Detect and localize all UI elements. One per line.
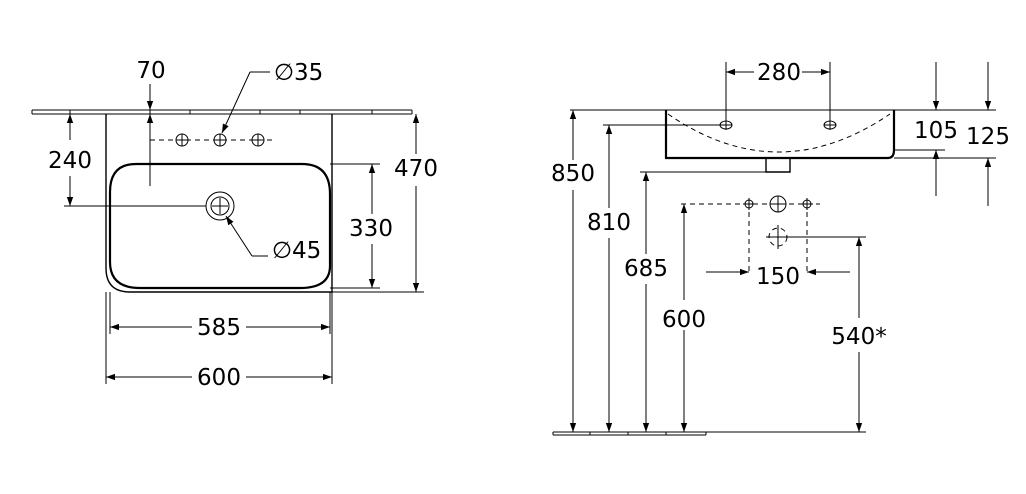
dim-total-height: 850 <box>551 161 595 187</box>
dim-overall-width: 600 <box>197 365 241 391</box>
basin-side-outline <box>664 110 896 160</box>
dim-supply-height: 600 <box>662 307 706 333</box>
bowl-outline <box>108 162 332 290</box>
basin-outline <box>105 114 333 293</box>
floor-line <box>552 431 866 436</box>
dim-waste-height: 540* <box>831 324 886 350</box>
dim-tap-offset: 70 <box>136 58 165 84</box>
dim-bracket-height: 810 <box>587 210 631 236</box>
drain-hole <box>205 191 235 221</box>
wall-line <box>31 109 413 115</box>
side-view: 280 105 125 850 810 <box>551 60 1010 436</box>
dim-drain-height: 240 <box>48 148 92 174</box>
dim-bowl-width: 585 <box>197 315 241 341</box>
dim-bowl-depth: 330 <box>349 216 393 242</box>
dim-drain: ∅45 <box>272 238 321 264</box>
dim-overall-depth: 470 <box>394 156 438 182</box>
dim-rim-height: 125 <box>966 124 1010 150</box>
front-view: 70 ∅35 240 ∅45 470 330 585 <box>31 58 438 391</box>
waste-point <box>766 225 790 249</box>
dim-drain-outlet-height: 685 <box>624 256 668 282</box>
dim-tap-hole: ∅35 <box>274 60 323 86</box>
dim-basin-height: 105 <box>914 118 958 144</box>
dim-bracket-spacing: 280 <box>757 60 801 86</box>
dim-supply-spacing: 150 <box>756 264 800 290</box>
